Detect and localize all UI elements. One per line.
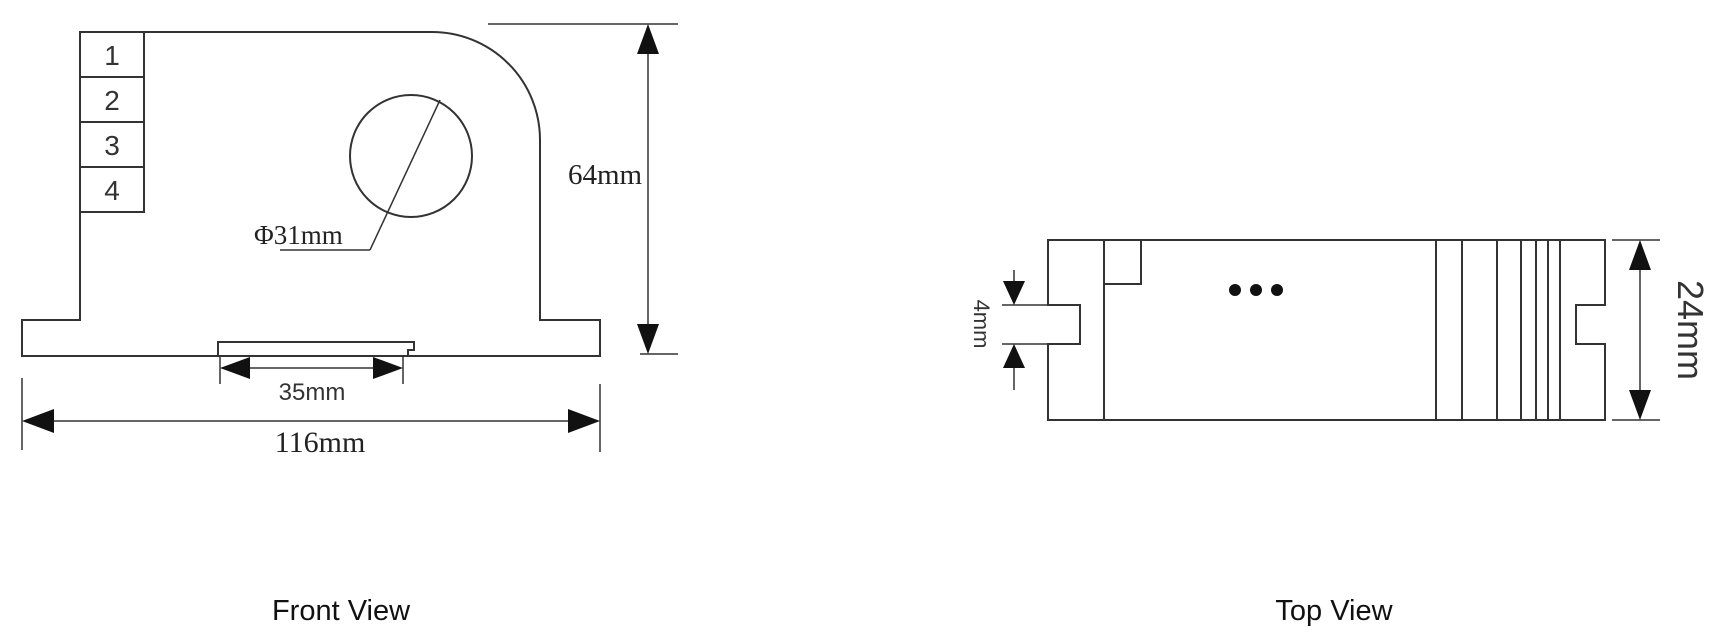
through-hole [349, 94, 473, 218]
diameter-leader [369, 99, 441, 251]
arrow-head [1629, 240, 1651, 270]
arrow-head [1003, 281, 1025, 305]
height-label: 64mm [568, 159, 643, 191]
top-body-outline [1047, 239, 1606, 421]
depth-dimension: 24mm [1612, 239, 1711, 421]
indicator-dot [1250, 284, 1262, 296]
terminal-label: 4 [104, 175, 120, 206]
indicator-dot [1229, 284, 1241, 296]
arrow-head [637, 24, 659, 54]
terminal-block: 1 2 3 4 [79, 31, 145, 213]
arrow-head [568, 409, 600, 433]
depth-label: 24mm [1670, 280, 1711, 380]
rail-notch [217, 341, 415, 356]
arrow-head [220, 357, 250, 379]
slot-label: 4mm [969, 300, 994, 349]
rail-width-label: 35mm [279, 379, 346, 406]
arrow-head [373, 357, 403, 379]
top-view-caption: Top View [1275, 595, 1393, 627]
arrow-head [1003, 344, 1025, 368]
height-dimension: 64mm [488, 23, 678, 355]
hole-diameter-label: Φ31mm [254, 220, 343, 250]
indicator-dot [1271, 284, 1283, 296]
terminal-label: 3 [104, 130, 120, 161]
arrow-head [1629, 390, 1651, 420]
arrow-head [637, 324, 659, 354]
front-view: 1 2 3 4 Φ31mm 64mm 35mm [21, 23, 678, 627]
slot-dimension: 4mm [969, 270, 1048, 390]
arrow-head [22, 409, 54, 433]
total-width-dimension: 116mm [21, 378, 601, 459]
top-view: 4mm 24mm Top View [969, 239, 1711, 627]
total-width-label: 116mm [275, 426, 366, 459]
rail-width-dimension: 35mm [219, 356, 404, 406]
terminal-label: 2 [104, 85, 120, 116]
housing-outline [21, 31, 601, 357]
terminal-label: 1 [104, 40, 120, 71]
front-view-caption: Front View [272, 595, 411, 627]
